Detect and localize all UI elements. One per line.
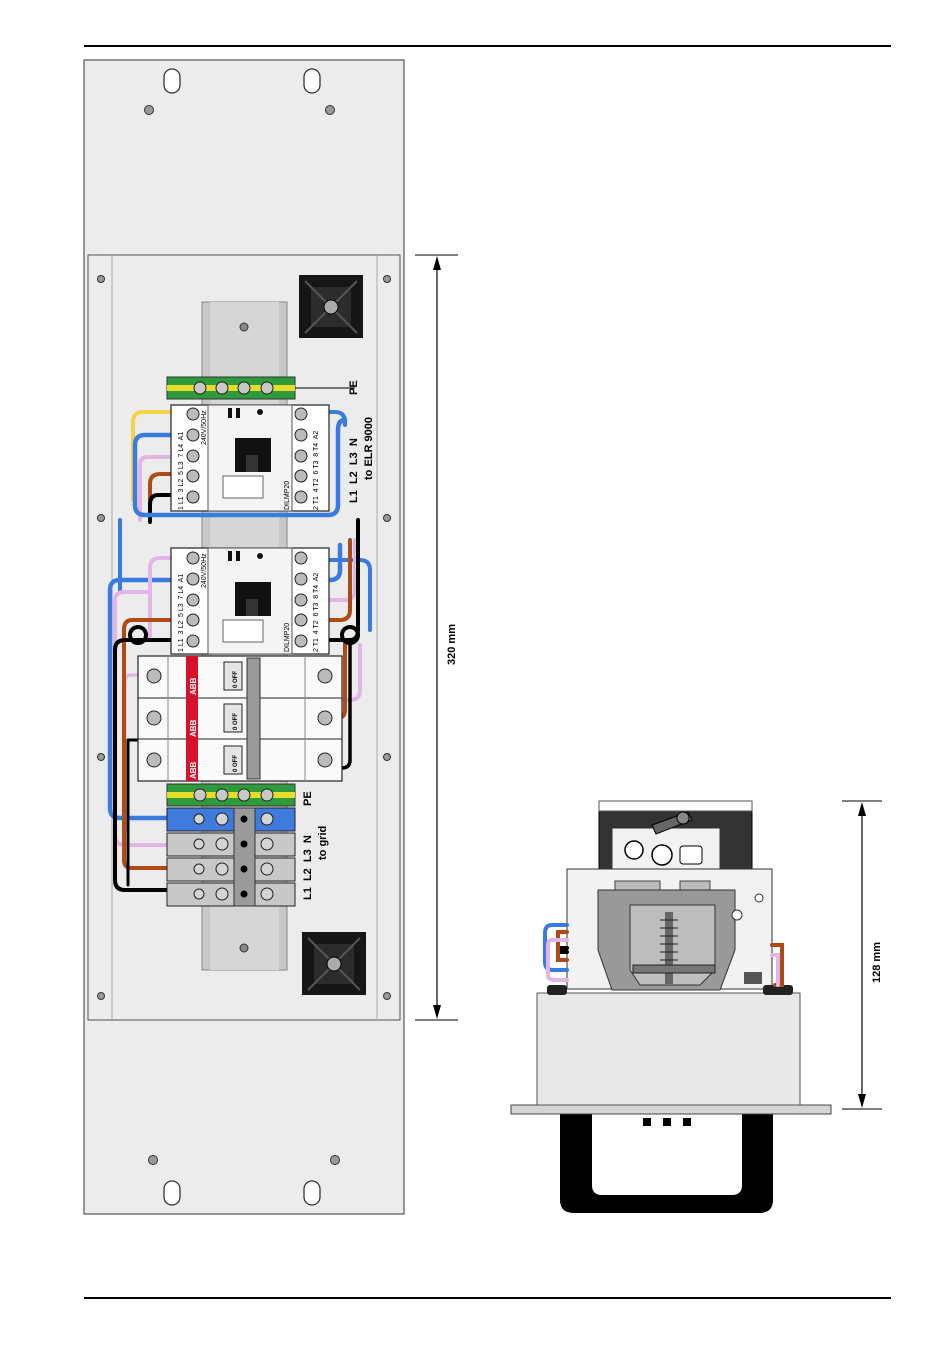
dim-height-label: 320 mm [446, 624, 458, 665]
svg-text:0 OFF: 0 OFF [233, 713, 239, 730]
pe-bottom-label: PE [302, 791, 314, 806]
svg-text:1 L1 3 L2 5 L3 7 L4 A1: 1 L1 3 L2 5 L3 7 L4 A1 [178, 432, 185, 510]
grid-lines-label: L1 L2 L3 N [302, 835, 314, 900]
elr-lines-label: L1 L2 L3 N [348, 438, 360, 503]
svg-text:1 L1 3 L2 5 L3 7 L4 A1: 1 L1 3 L2 5 L3 7 L4 A1 [178, 574, 185, 652]
svg-text:2 T1 4 T2 6 T3 8 T4 A2: 2 T1 4 T2 6 T3 8 T4 A2 [313, 573, 320, 652]
svg-text:ABB: ABB [189, 761, 198, 779]
svg-text:240V/50Hz: 240V/50Hz [201, 410, 208, 445]
svg-text:ABB: ABB [189, 719, 198, 737]
dim-depth-label: 128 mm [871, 942, 883, 983]
contactor-upper: 1 L1 3 L2 5 L3 7 L4 A1 240V/50Hz DILMP20… [171, 405, 329, 511]
side-view [511, 801, 831, 1213]
svg-text:ABB: ABB [189, 677, 198, 695]
contactor-lower: 1 L1 3 L2 5 L3 7 L4 A1 240V/50Hz DILMP20… [171, 548, 329, 654]
svg-text:0 OFF: 0 OFF [233, 671, 239, 688]
svg-text:0 OFF: 0 OFF [233, 755, 239, 772]
svg-text:DILMP20: DILMP20 [284, 481, 291, 510]
svg-text:DILMP20: DILMP20 [284, 623, 291, 652]
circuit-breakers: ABB ABB ABB 0 OFF 0 OFF 0 OFF [138, 656, 342, 781]
cable-tie-mount-bottom [302, 932, 366, 995]
grid-terminal-block [167, 784, 295, 906]
to-grid-label: to grid [317, 826, 329, 860]
svg-text:2 T1 4 T2 6 T3 8 T4 A2: 2 T1 4 T2 6 T3 8 T4 A2 [313, 431, 320, 510]
cable-tie-mount-top [299, 275, 363, 338]
pe-top-label: PE [348, 380, 360, 395]
svg-text:240V/50Hz: 240V/50Hz [201, 553, 208, 588]
to-elr-label: to ELR 9000 [363, 417, 375, 480]
